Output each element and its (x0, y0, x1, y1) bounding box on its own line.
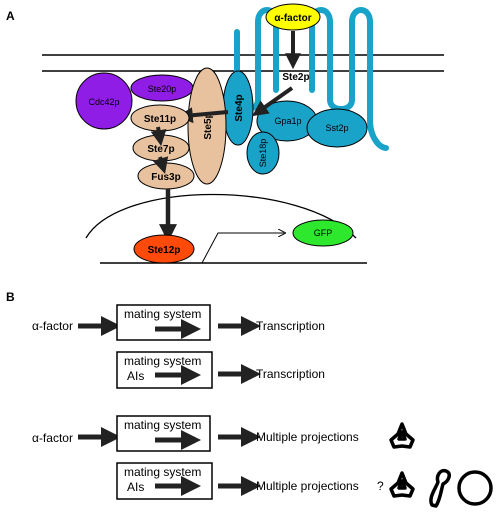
ste12p-ellipse (133, 234, 195, 264)
row1-output-label: Transcription (256, 319, 325, 333)
round-cell-icon (457, 470, 493, 506)
nucleus-envelope (85, 193, 357, 239)
panel-b-label: B (6, 290, 15, 304)
sst2p-ellipse (306, 108, 368, 148)
row2-ais-label: AIs (127, 369, 144, 383)
gfp-label: GFP (314, 228, 333, 238)
ste7p-label: Ste7p (147, 144, 174, 155)
row4-ais-label: AIs (127, 480, 144, 494)
ste4p-label: Ste4p (234, 94, 245, 121)
alpha-factor-ellipse (265, 3, 321, 31)
scheme-row-4: mating system AIs Multiple projections ? (116, 462, 493, 508)
ste12p-label: Ste12p (148, 245, 181, 256)
shmoo-elongated-projection-icon (429, 468, 452, 508)
row3-input-label: α-factor (32, 431, 73, 445)
row3-output-label: Multiple projections (256, 430, 359, 444)
fus3p-label: Fus3p (151, 172, 180, 183)
arrow-ste11p-to-ste7p (150, 126, 167, 147)
row1-box-label: mating system (124, 307, 201, 321)
ste20p-label: Ste20p (148, 84, 177, 94)
arrow-ste2p-to-ste4p (252, 86, 294, 117)
shmoo-three-projection-icon-2 (389, 471, 415, 498)
promoter-arrow (201, 233, 284, 264)
panel-a-label: A (6, 9, 15, 23)
scheme-row-2: mating system AIs Transcription (116, 351, 325, 389)
scheme-row-1: α-factor mating system Transcription (32, 304, 325, 341)
arrow-ste4p-to-ste11p (176, 107, 229, 124)
scheme-row-3: α-factor mating system Multiple projecti… (32, 415, 415, 452)
cdc42p-label: Cdc42p (88, 97, 119, 107)
row4-output-label: Multiple projections (256, 479, 359, 493)
ste5p-ellipse (187, 67, 227, 185)
row4-question-mark: ? (377, 479, 384, 493)
ste18p-ellipse (246, 131, 280, 175)
row4-box-label: mating system (124, 465, 201, 479)
row2-output-label: Transcription (256, 367, 325, 381)
ste5p-label: Ste5p (203, 112, 214, 139)
cdc42p-circle (75, 72, 133, 130)
sst2p-label: Sst2p (325, 123, 348, 133)
row3-box-label: mating system (124, 418, 201, 432)
gfp-ellipse (292, 219, 354, 247)
alpha-factor-label: α-factor (274, 13, 311, 24)
ste18p-label: Ste18p (258, 139, 268, 168)
ste2p-label: Ste2p (282, 72, 309, 83)
arrow-ste7p-to-fus3p (152, 156, 169, 174)
gpa1p-label: Gpa1p (274, 116, 301, 126)
shmoo-three-projection-icon (389, 422, 415, 449)
row1-input-label: α-factor (32, 319, 73, 333)
ste11p-label: Ste11p (144, 114, 176, 125)
row2-box-label: mating system (124, 354, 201, 368)
